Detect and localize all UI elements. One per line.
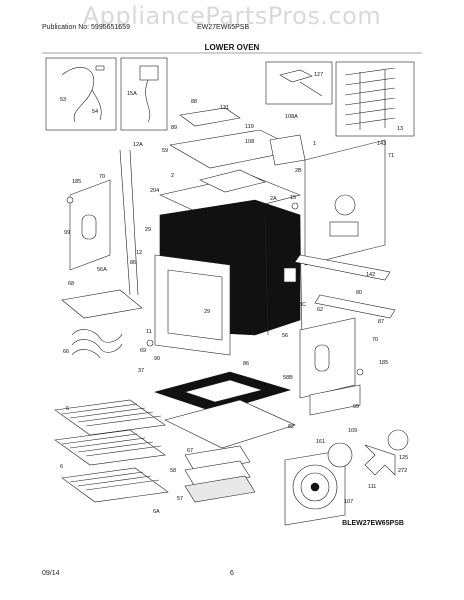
callout-label: 67 bbox=[187, 448, 193, 454]
callout-label: 15 bbox=[290, 195, 296, 201]
callout-label: 185 bbox=[72, 179, 81, 185]
callout-label: 108A bbox=[285, 114, 298, 120]
rear-rail bbox=[264, 214, 269, 336]
callout-label: 119 bbox=[245, 124, 254, 130]
left-front-rail bbox=[119, 149, 131, 296]
callout-label: 58C bbox=[296, 302, 306, 308]
inset-box-rack-supports bbox=[335, 61, 415, 137]
left-side-panel bbox=[69, 179, 111, 271]
diagram-code: BLEW27EW65PSB bbox=[342, 520, 404, 527]
callout-label: 29 bbox=[204, 309, 210, 315]
callout-label: 6 bbox=[66, 406, 69, 412]
callout-label: 58 bbox=[170, 468, 176, 474]
callout-label: 54 bbox=[92, 109, 98, 115]
callout-label: 142 bbox=[366, 272, 375, 278]
callout-label: 57 bbox=[177, 496, 183, 502]
right-side-panel bbox=[304, 139, 386, 266]
callout-label: 70 bbox=[372, 337, 378, 343]
callout-label: 161 bbox=[316, 439, 325, 445]
callout-label: 82 bbox=[288, 424, 294, 430]
callout-label: 86 bbox=[243, 361, 249, 367]
callout-label: 12 bbox=[136, 250, 142, 256]
callout-label: 6 bbox=[60, 464, 63, 470]
inset-box-wire-harness bbox=[45, 57, 117, 131]
footer-date: 09/14 bbox=[42, 570, 60, 577]
callout-label: 80 bbox=[356, 290, 362, 296]
callout-label: 37 bbox=[138, 368, 144, 374]
callout-label: 12A bbox=[133, 142, 143, 148]
oven-racks bbox=[54, 399, 169, 503]
callout-label: 1 bbox=[313, 141, 316, 147]
callout-label: 87 bbox=[378, 319, 384, 325]
callout-label: 89 bbox=[171, 125, 177, 131]
callout-label: 62 bbox=[317, 307, 323, 313]
oven-cavity bbox=[154, 199, 301, 356]
screw-185-right bbox=[356, 368, 364, 376]
callout-label: 71 bbox=[388, 153, 394, 159]
watermark: AppliancePartsPros.com bbox=[82, 2, 382, 30]
callout-label: 13 bbox=[397, 126, 403, 132]
callout-label: 11 bbox=[146, 329, 152, 335]
callout-label: 69 bbox=[140, 348, 146, 354]
callout-label: 86 bbox=[130, 260, 136, 266]
callout-label: 58B bbox=[283, 375, 293, 381]
callout-label: 58A bbox=[284, 317, 294, 323]
footer-page-number: 6 bbox=[230, 570, 234, 577]
callout-label: 15A bbox=[127, 91, 137, 97]
callout-label: 99 bbox=[353, 404, 359, 410]
callout-label: 90 bbox=[154, 356, 160, 362]
callout-label: 70 bbox=[99, 174, 105, 180]
callout-label: 109 bbox=[348, 428, 357, 434]
inset-box-bracket bbox=[265, 61, 333, 105]
callout-label: 66 bbox=[63, 349, 69, 355]
callout-label: 2A bbox=[270, 196, 277, 202]
callout-label: 99 bbox=[64, 230, 70, 236]
callout-label: 272 bbox=[398, 468, 407, 474]
callout-label: 56 bbox=[282, 333, 288, 339]
bracket-142 bbox=[294, 254, 391, 281]
section-title: LOWER OVEN bbox=[204, 43, 260, 52]
part-callouts: 53 54 15A 88 131 89 119 108A 127 13 12A … bbox=[60, 72, 408, 515]
callout-label: 68 bbox=[68, 281, 74, 287]
callout-label: 143 bbox=[377, 141, 386, 147]
callout-label: 56A bbox=[97, 267, 107, 273]
screw-185-left bbox=[66, 196, 74, 204]
callout-label: 88 bbox=[191, 99, 197, 105]
callout-label: 2 bbox=[171, 173, 174, 179]
screw-11 bbox=[146, 339, 154, 347]
callout-label: 204 bbox=[150, 188, 159, 194]
inset-box-sensor bbox=[120, 57, 168, 131]
callout-label: 6A bbox=[153, 509, 160, 515]
callout-label: 108 bbox=[245, 139, 254, 145]
convection-fan-box bbox=[284, 429, 409, 526]
publication-number: Publication No: 5995651659 bbox=[42, 24, 130, 31]
left-front-rail-edge bbox=[129, 149, 139, 296]
bottom-pan bbox=[153, 371, 292, 413]
callout-label: 185 bbox=[379, 360, 388, 366]
callout-label: 111 bbox=[368, 484, 376, 490]
model-number: EW27EW65PSB bbox=[197, 24, 250, 31]
right-front-panel bbox=[299, 317, 356, 399]
top-panel-assembly bbox=[159, 107, 306, 219]
callout-label: 131 bbox=[220, 105, 229, 111]
callout-label: 29 bbox=[145, 227, 151, 233]
bake-element-assembly bbox=[61, 289, 143, 359]
base-plate bbox=[164, 399, 296, 449]
callout-label: 53 bbox=[60, 97, 66, 103]
callout-label: 125 bbox=[399, 455, 408, 461]
callout-label: 2B bbox=[295, 168, 302, 174]
callout-label: 107 bbox=[344, 499, 353, 505]
rear-rail-edge bbox=[299, 219, 303, 341]
screw-15 bbox=[291, 202, 299, 210]
callout-label: 59 bbox=[162, 148, 168, 154]
bracket-87 bbox=[314, 294, 396, 319]
callout-label: 127 bbox=[314, 72, 323, 78]
vent-99 bbox=[309, 384, 361, 416]
broil-assembly bbox=[184, 445, 256, 503]
